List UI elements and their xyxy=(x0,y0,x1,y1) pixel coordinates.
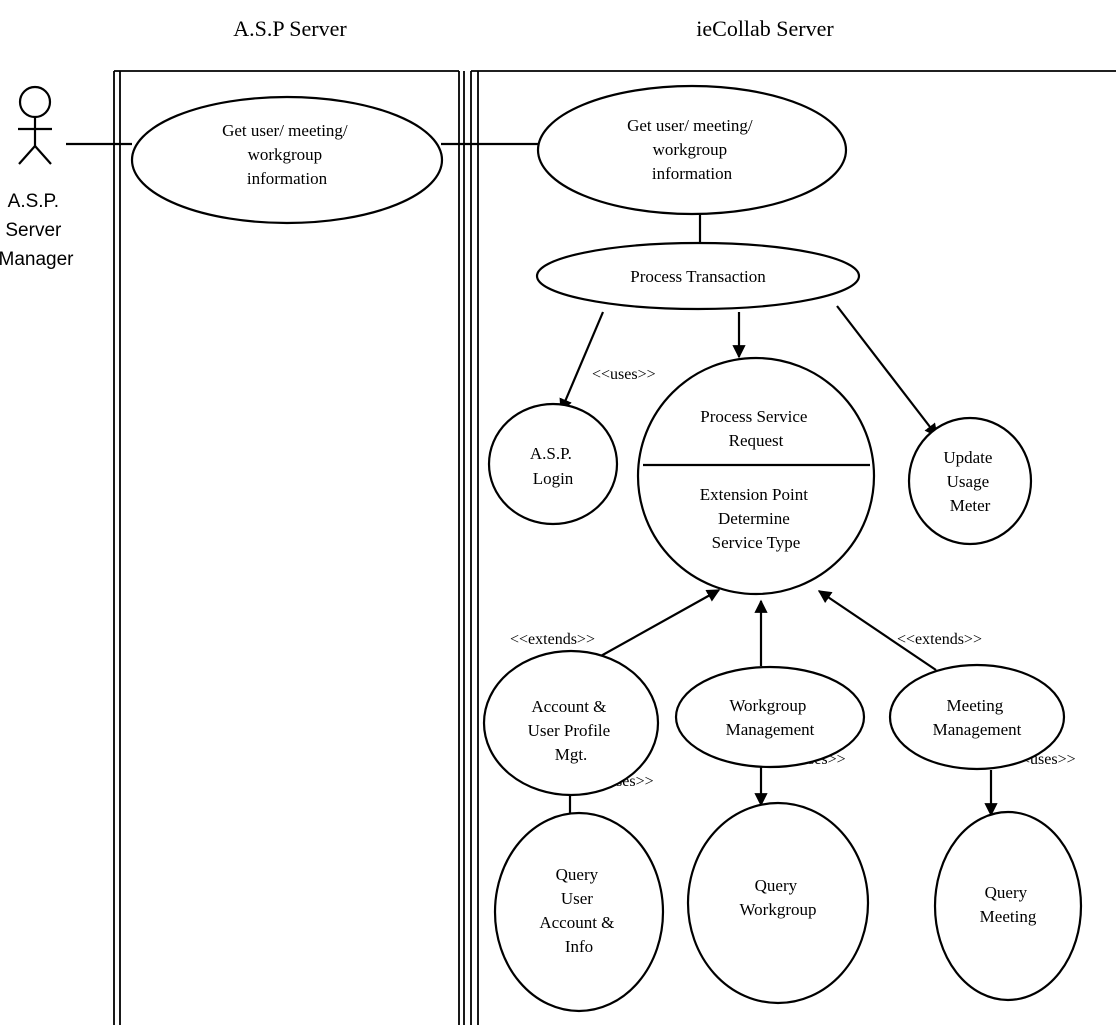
use-case-label-line: User Profile xyxy=(528,721,611,740)
use-case-label-line: Get user/ meeting/ xyxy=(222,121,348,140)
use-case-label-line: Process Service xyxy=(700,407,807,426)
actor-label-line: Manager xyxy=(0,249,74,270)
svg-text:Workgroup Management: Workgroup Management xyxy=(726,696,815,739)
use-case-asp-login: A.S.P. Login xyxy=(487,402,619,526)
use-case-label-line: Mgt. xyxy=(555,745,588,764)
transaction-to-usage-meter-arrow xyxy=(836,305,938,438)
use-case-iecollab-get-info: Get user/ meeting/ workgroup information xyxy=(536,84,848,216)
use-case-label-line: Login xyxy=(533,469,574,488)
use-case-label-line: Workgroup xyxy=(739,900,816,919)
use-case-workgroup-management: Workgroup Management xyxy=(674,665,866,769)
extends-label: <<extends>> xyxy=(510,631,595,648)
svg-text:Query Meeting: Query Meeting xyxy=(980,883,1037,926)
actor-label-line: Server xyxy=(5,220,62,241)
use-case-label-line: Meeting xyxy=(980,907,1037,926)
use-case-label-line: Management xyxy=(726,720,815,739)
use-case-label-line: Meter xyxy=(950,496,991,515)
use-case-label-line: Query xyxy=(556,865,599,884)
use-case-label-line: Request xyxy=(729,431,784,450)
use-case-label-line: workgroup xyxy=(653,140,728,159)
use-case-label-line: Query xyxy=(985,883,1028,902)
svg-text:Get user/ meeting/ workg: Get user/ meeting/ workgroup information xyxy=(222,121,352,188)
use-case-label-line: Update xyxy=(943,448,992,467)
actor-stick-figure-icon xyxy=(18,85,52,165)
extension-point-line: Extension Point xyxy=(700,485,808,504)
use-case-label-line: Get user/ meeting/ xyxy=(627,116,753,135)
use-case-label-line: Query xyxy=(755,876,798,895)
use-case-account-user-profile: Account & User Profile Mgt. xyxy=(482,649,660,797)
use-case-label-line: workgroup xyxy=(248,145,323,164)
svg-text:Update Usage Meter: Update Usage Meter xyxy=(943,448,996,515)
use-case-label-line: information xyxy=(247,169,328,188)
svg-text:Query User Account: Query User Account & Info xyxy=(539,865,618,956)
use-case-label-line: Process Transaction xyxy=(630,267,766,286)
meeting-extends-arrow xyxy=(817,590,937,671)
asp-server-header: A.S.P Server xyxy=(233,16,347,41)
use-case-label-line: User xyxy=(561,889,593,908)
svg-text:Process Transaction: Process Transaction xyxy=(630,267,766,286)
iecollab-server-header: ieCollab Server xyxy=(696,16,834,41)
use-case-label-line: Management xyxy=(933,720,1022,739)
use-case-label-line: Workgroup xyxy=(729,696,806,715)
actor-label: A.S.P. Server Manager xyxy=(0,191,74,270)
use-case-label-line: Info xyxy=(565,937,593,956)
use-case-query-user-account: Query User Account & Info xyxy=(493,811,665,1013)
svg-text:Meeting Management: Meeting Management xyxy=(933,696,1022,739)
extends-label: <<extends>> xyxy=(897,631,982,648)
use-case-label-line: Account & xyxy=(539,913,614,932)
svg-text:A.S.P. Login: A.S.P. Login xyxy=(530,444,576,488)
use-case-process-service-request: Process Service Request Extension Point … xyxy=(636,356,876,596)
use-case-query-meeting: Query Meeting xyxy=(933,810,1083,1002)
use-case-label-line: information xyxy=(652,164,733,183)
svg-text:Process Service Request: Process Service Request xyxy=(700,407,811,450)
use-case-process-transaction: Process Transaction xyxy=(535,241,861,311)
transaction-to-login-arrow xyxy=(559,311,605,413)
extension-point-line: Service Type xyxy=(712,533,801,552)
use-case-label-line: Usage xyxy=(947,472,989,491)
svg-text:Account & User Profile: Account & User Profile Mgt. xyxy=(528,697,615,764)
use-case-label-line: Account & xyxy=(531,697,606,716)
use-case-label-line: A.S.P. xyxy=(530,444,572,463)
use-case-query-workgroup: Query Workgroup xyxy=(686,801,870,1005)
account-extends-arrow xyxy=(589,589,721,663)
extension-point-line: Determine xyxy=(718,509,790,528)
svg-text:Get user/ meeting/ workg: Get user/ meeting/ workgroup information xyxy=(627,116,757,183)
use-case-asp-get-info: Get user/ meeting/ workgroup information xyxy=(130,95,444,225)
asp-server-boundary xyxy=(113,70,465,1025)
svg-text:Extension Point Determin: Extension Point Determine Service Type xyxy=(700,485,812,552)
use-case-update-usage-meter: Update Usage Meter xyxy=(907,416,1033,546)
use-case-label-line: Meeting xyxy=(947,696,1004,715)
uses-label: <<uses>> xyxy=(592,366,656,383)
iecollab-server-boundary xyxy=(470,70,1116,1025)
actor-label-line: A.S.P. xyxy=(8,191,59,212)
svg-text:Query Workgroup: Query Workgroup xyxy=(739,876,816,919)
use-case-meeting-management: Meeting Management xyxy=(888,663,1066,771)
